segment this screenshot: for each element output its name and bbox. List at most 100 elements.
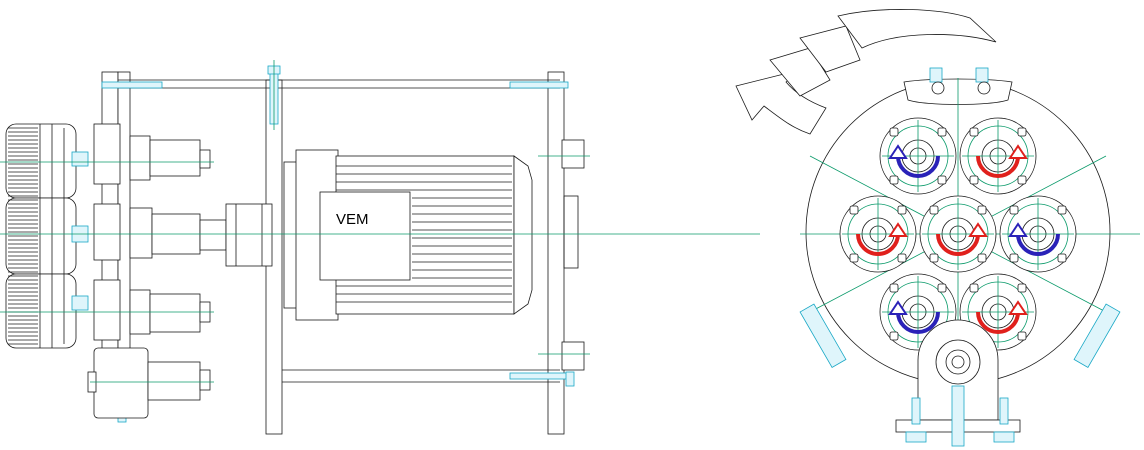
gear-top [5,123,77,199]
rotation-arrow-arc [936,233,980,256]
bolt-square [937,283,947,293]
rotation-arrow-arc [856,233,900,256]
bolt-square [929,253,939,263]
nut [993,431,1015,443]
bolt-head [929,67,943,83]
bolt-square [977,205,987,215]
bolt-square [849,253,859,263]
bolt [509,372,569,380]
bolt-square [1057,253,1067,263]
left-side-clamp [799,303,847,368]
motor-fan-cover [513,155,533,315]
rotation-arrow-head [888,144,908,159]
spindle-head-center [919,195,997,273]
spindle-lower [93,279,211,341]
bolt-square [897,253,907,263]
rotation-arrow-arc [976,311,1020,334]
spindle-collar [129,207,153,259]
rotation-arrow-middle-right [1008,222,1060,256]
nut [905,431,927,443]
mount-bore-inner [945,349,971,375]
bearing-block [93,203,121,261]
rotation-arrow-top-left [888,144,940,178]
coupling-shaft [199,219,227,251]
bolt-square [969,175,979,185]
motor-brand-label: VEM [336,211,369,228]
bolt-square [977,253,987,263]
gear-bottom [5,273,77,349]
rotation-arrow-arc [1016,233,1060,256]
mount-block [917,319,999,421]
rear-bracket [561,341,585,371]
spindle-body [147,361,201,401]
spindle-collar [129,135,151,181]
coupling [225,203,273,267]
bolt-square [897,205,907,215]
bolt-square [889,175,899,185]
bolt-square [969,283,979,293]
side-centerlines [0,60,760,383]
rotation-arrow-head [888,300,908,315]
bearing-block [93,347,149,419]
bolt-square [937,127,947,137]
head-rotation-arrow-segment [799,25,861,73]
head-rotation-arrow-tail [735,69,827,135]
front-view [735,9,1140,447]
rear-hub [563,195,579,269]
bolt-square [889,331,899,341]
rotation-arrow-center [936,222,988,256]
bolt-square [1017,331,1027,341]
bolt-square [1017,175,1027,185]
bolt [509,81,569,89]
nut [71,151,89,167]
bolt [911,397,921,425]
rotation-arrow-arc [896,311,940,334]
rotation-arrow-head [968,222,988,237]
spindle-heads [839,117,1077,351]
right-side-clamp [1073,303,1121,368]
motor-terminal-box [319,191,411,281]
spindle-end [199,149,211,169]
gear-teeth [8,127,38,345]
rear-plate [547,71,565,435]
bolt-square [937,175,947,185]
rotation-arrow-arc [976,155,1020,178]
clamp-body [1073,303,1121,368]
rear-bracket [561,139,585,169]
spindle-bottom [87,347,211,419]
bolt-square [1057,205,1067,215]
nut [71,295,89,311]
bearing-block [93,123,121,185]
rotation-arrow-head [1008,144,1028,159]
spindle-body [149,293,201,333]
nut [565,371,575,387]
motor-fins [336,165,512,303]
bolt-square [969,127,979,137]
bolt-square [1017,283,1027,293]
spindle-middle [93,203,273,267]
bearing-block [93,279,121,341]
bolt-square [1009,205,1019,215]
bolt-hole [931,81,945,95]
spindle-end [199,369,211,391]
bolt-square [1009,253,1019,263]
side-view: VEM [0,60,760,435]
bolt-square [1017,127,1027,137]
rotation-arrow-head [1008,300,1028,315]
rotation-arrow-head [888,222,908,237]
spindle-head-middle-right [999,195,1077,273]
rotation-arrow-top-right [976,144,1028,178]
bolt-square [849,205,859,215]
head-rotation-arrow-head [837,9,997,49]
spindle-head-top-left [879,117,957,195]
bottom-mount [895,319,1021,447]
motor: VEM [283,149,533,321]
gear-stack [5,123,77,349]
rotation-arrows [856,144,1060,334]
bolt-square [889,283,899,293]
mount-bore-core [951,355,965,369]
rotation-arrow-arc [896,155,940,178]
rotation-arrow-head [1008,222,1028,237]
